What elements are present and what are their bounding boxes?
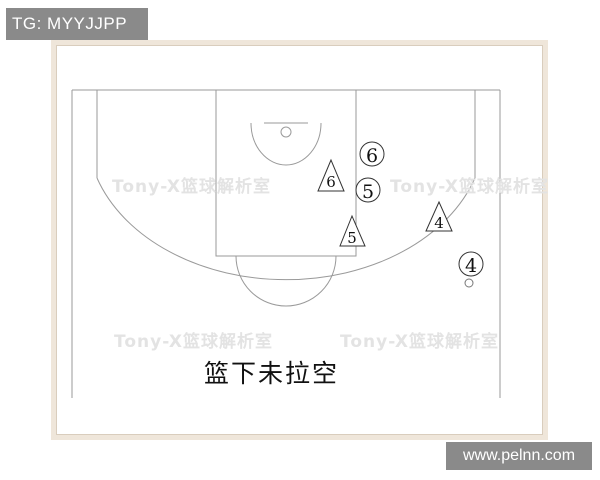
diagram-caption: 篮下未拉空 xyxy=(204,359,340,388)
svg-text:6: 6 xyxy=(366,145,378,167)
free-throw-circle xyxy=(235,255,337,307)
svg-text:5: 5 xyxy=(347,229,357,247)
svg-text:4: 4 xyxy=(465,255,477,277)
svg-text:4: 4 xyxy=(434,214,444,232)
offense-player-6: 6 xyxy=(359,141,385,167)
svg-text:5: 5 xyxy=(362,181,374,203)
rim xyxy=(280,126,292,138)
svg-text:6: 6 xyxy=(326,173,336,191)
watermark: Tony-X篮球解析室 xyxy=(390,177,549,197)
restricted-area-arc xyxy=(250,122,322,166)
watermark: Tony-X篮球解析室 xyxy=(340,332,499,352)
offense-player-5: 5 xyxy=(355,177,381,203)
watermark: Tony-X篮球解析室 xyxy=(114,332,273,352)
watermark: Tony-X篮球解析室 xyxy=(112,177,271,197)
court-board xyxy=(56,45,543,435)
site-url-label: www.pelnn.com xyxy=(446,442,592,470)
channel-tag: TG: MYYJJPP xyxy=(6,8,148,40)
shooter-ball xyxy=(464,278,474,288)
defense-player-4: 4 xyxy=(425,200,453,232)
offense-player-4: 4 xyxy=(458,251,484,277)
defense-player-6: 6 xyxy=(317,158,345,192)
paint xyxy=(215,89,357,257)
defense-player-5: 5 xyxy=(339,214,366,247)
